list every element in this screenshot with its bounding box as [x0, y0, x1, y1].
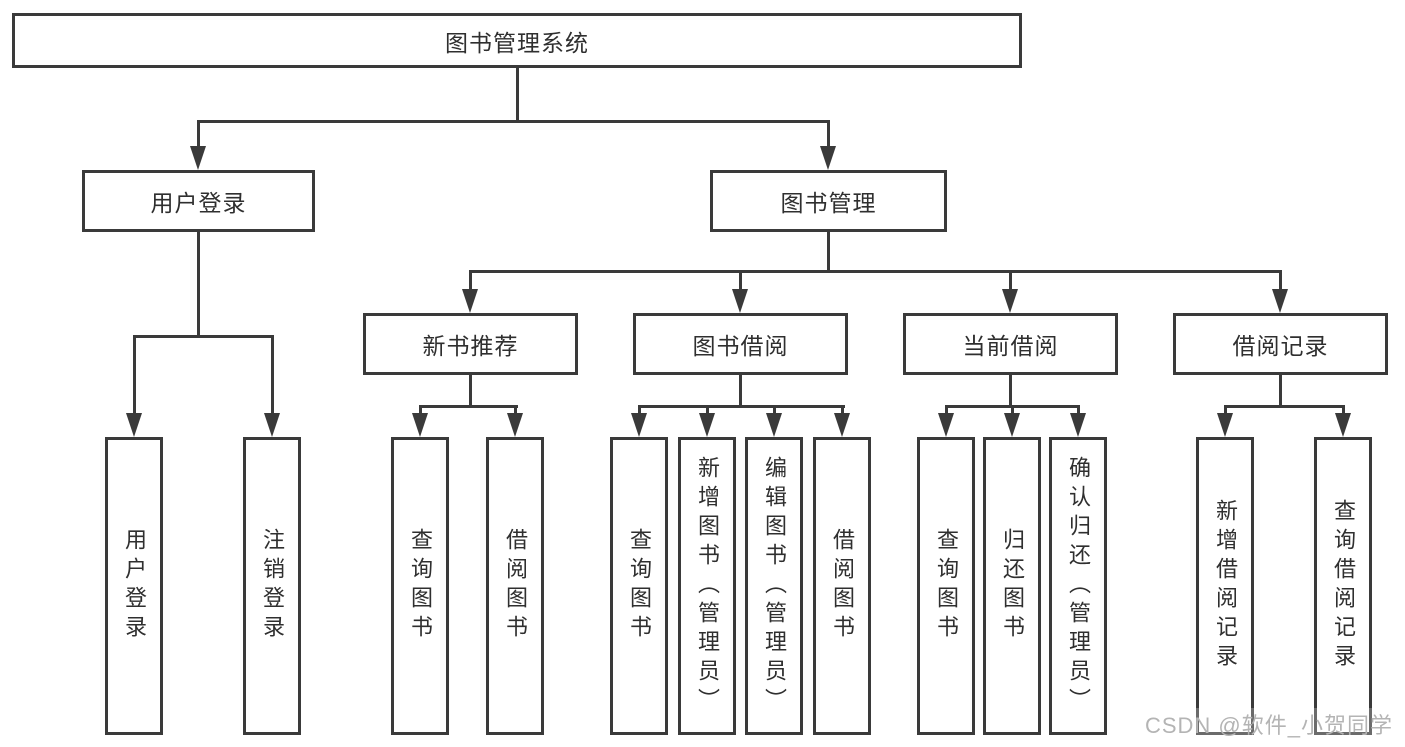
arrow-down-icon — [190, 146, 206, 170]
connector-current-drop-3 — [1077, 405, 1080, 417]
connector-records-drop-2 — [1342, 405, 1345, 417]
leaf-query-book-2: 查询图书 — [610, 437, 668, 735]
connector-book-mgmt-drop-2 — [739, 270, 742, 293]
leaf-label: 编辑图书（管理员） — [762, 455, 787, 717]
connector-recommend-drop-2 — [514, 405, 517, 417]
arrow-down-icon — [938, 413, 954, 437]
node-book-management: 图书管理 — [710, 170, 947, 232]
leaf-label: 查询图书 — [627, 528, 652, 644]
connector-book-mgmt-drop-3 — [1009, 270, 1012, 293]
arrow-down-icon — [631, 413, 647, 437]
connector-recommend-stem — [469, 375, 472, 407]
connector-recommend-drop-1 — [419, 405, 422, 417]
leaf-query-book-1: 查询图书 — [391, 437, 449, 735]
connector-records-crossbar — [1224, 405, 1345, 408]
connector-root-right-drop — [827, 120, 830, 150]
arrow-down-icon — [462, 289, 478, 313]
node-book-borrow: 图书借阅 — [633, 313, 848, 375]
arrow-down-icon — [1004, 413, 1020, 437]
arrow-down-icon — [699, 413, 715, 437]
connector-user-login-crossbar — [133, 335, 274, 338]
connector-root-left-drop — [197, 120, 200, 150]
leaf-return-book: 归还图书 — [983, 437, 1041, 735]
connector-borrow-crossbar — [638, 405, 845, 408]
connector-user-login-stem — [197, 232, 200, 338]
node-root-system: 图书管理系统 — [12, 13, 1022, 68]
csdn-watermark: CSDN @软件_小贺同学 — [1144, 708, 1393, 740]
leaf-query-borrow-record: 查询借阅记录 — [1314, 437, 1372, 735]
arrow-down-icon — [412, 413, 428, 437]
connector-records-stem — [1279, 375, 1282, 407]
leaf-label: 查询借阅记录 — [1331, 499, 1356, 673]
connector-user-login-drop-2 — [271, 335, 274, 418]
leaf-confirm-return-admin: 确认归还（管理员） — [1049, 437, 1107, 735]
leaf-label: 新增图书（管理员） — [695, 455, 720, 717]
leaf-user-login: 用户登录 — [105, 437, 163, 735]
leaf-edit-book-admin: 编辑图书（管理员） — [745, 437, 803, 735]
arrow-down-icon — [264, 413, 280, 437]
connector-book-mgmt-stem — [827, 232, 830, 272]
arrow-down-icon — [1335, 413, 1351, 437]
leaf-add-borrow-record: 新增借阅记录 — [1196, 437, 1254, 735]
connector-borrow-stem — [739, 375, 742, 407]
leaf-label: 查询图书 — [934, 528, 959, 644]
arrow-down-icon — [507, 413, 523, 437]
arrow-down-icon — [1272, 289, 1288, 313]
connector-borrow-drop-4 — [841, 405, 844, 417]
leaf-label: 确认归还（管理员） — [1066, 455, 1091, 717]
arrow-down-icon — [126, 413, 142, 437]
node-borrow-records: 借阅记录 — [1173, 313, 1388, 375]
arrow-down-icon — [766, 413, 782, 437]
leaf-label: 借阅图书 — [503, 528, 528, 644]
leaf-label: 借阅图书 — [830, 528, 855, 644]
node-current-borrow: 当前借阅 — [903, 313, 1118, 375]
connector-recommend-crossbar — [419, 405, 518, 408]
arrow-down-icon — [1070, 413, 1086, 437]
arrow-down-icon — [1002, 289, 1018, 313]
connector-current-drop-2 — [1011, 405, 1014, 417]
connector-records-drop-1 — [1224, 405, 1227, 417]
connector-book-mgmt-crossbar — [469, 270, 1282, 273]
leaf-logout: 注销登录 — [243, 437, 301, 735]
arrow-down-icon — [732, 289, 748, 313]
connector-root-crossbar — [197, 120, 830, 123]
node-new-book-recommend: 新书推荐 — [363, 313, 578, 375]
leaf-label: 注销登录 — [260, 528, 285, 644]
leaf-label: 新增借阅记录 — [1213, 499, 1238, 673]
leaf-label: 用户登录 — [122, 528, 147, 644]
arrow-down-icon — [834, 413, 850, 437]
connector-borrow-drop-2 — [706, 405, 709, 417]
leaf-borrow-book-2: 借阅图书 — [813, 437, 871, 735]
connector-borrow-drop-1 — [638, 405, 641, 417]
leaf-borrow-book-1: 借阅图书 — [486, 437, 544, 735]
node-user-login: 用户登录 — [82, 170, 315, 232]
arrow-down-icon — [1217, 413, 1233, 437]
connector-user-login-drop-1 — [133, 335, 136, 418]
connector-root-stem — [516, 68, 519, 122]
connector-borrow-drop-3 — [773, 405, 776, 417]
connector-current-drop-1 — [945, 405, 948, 417]
arrow-down-icon — [820, 146, 836, 170]
connector-book-mgmt-drop-4 — [1279, 270, 1282, 293]
connector-current-stem — [1009, 375, 1012, 407]
leaf-add-book-admin: 新增图书（管理员） — [678, 437, 736, 735]
connector-book-mgmt-drop-1 — [469, 270, 472, 293]
leaf-query-book-3: 查询图书 — [917, 437, 975, 735]
leaf-label: 归还图书 — [1000, 528, 1025, 644]
leaf-label: 查询图书 — [408, 528, 433, 644]
